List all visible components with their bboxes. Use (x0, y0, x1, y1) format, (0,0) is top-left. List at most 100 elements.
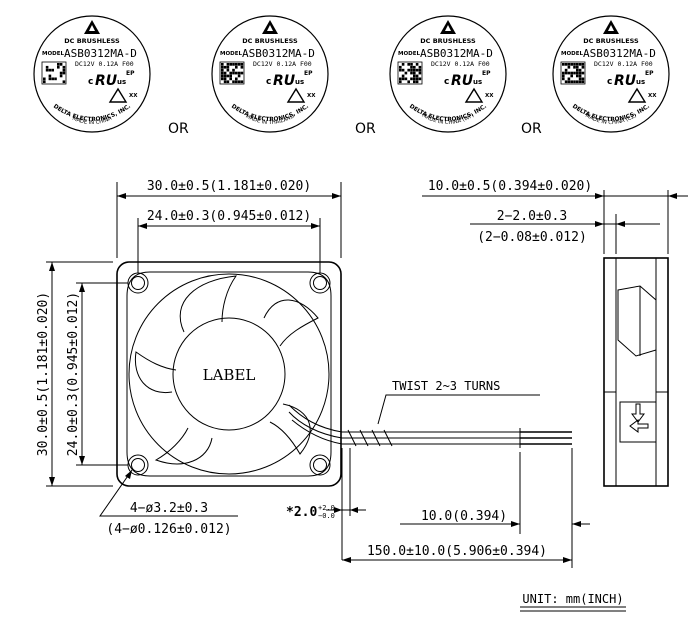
warning-triangle-icon (108, 87, 128, 103)
label-ep-text: EP (126, 70, 135, 77)
label-brand-text: DC BRUSHLESS (64, 37, 120, 45)
warning-triangle-icon (286, 87, 306, 103)
fan-frame (116, 261, 342, 487)
dim-thickness: 10.0±0.5(0.394±0.020) (422, 179, 688, 254)
label-model-text: ASB0312MA-D (242, 47, 315, 60)
qr-code-icon (397, 61, 423, 85)
qr-code-icon (560, 61, 586, 85)
twist-note: TWIST 2~3 TURNS (377, 379, 540, 425)
label-ep-text: EP (482, 70, 491, 77)
label-model-text: ASB0312MA-D (583, 47, 656, 60)
or-text-2: OR (355, 121, 376, 137)
label-ep-text: EP (304, 70, 313, 77)
label-xx-text: XX (307, 93, 316, 99)
label-xx-text: XX (129, 93, 138, 99)
fan-blades (134, 275, 319, 465)
svg-text:us: us (295, 78, 304, 86)
label-outline (211, 15, 329, 133)
svg-text:RU: RU (451, 73, 474, 89)
strip-length-text: 10.0(0.394) (421, 509, 507, 524)
lead-wires (288, 404, 572, 448)
overall-height-text: 30.0±0.5(1.181±0.020) (36, 292, 51, 456)
fan-blade-circle (128, 273, 330, 475)
flange-inch-text: (2−0.08±0.012) (477, 230, 587, 245)
svg-text:us: us (117, 78, 126, 86)
or-text-1: OR (168, 121, 189, 137)
label-xx-text: XX (648, 93, 657, 99)
svg-text:RU: RU (273, 73, 296, 89)
hole-mm-text: 4−ø3.2±0.3 (130, 501, 208, 516)
fan-side-view (603, 257, 669, 487)
dim-hole-diameter: 4−ø3.2±0.3 (4−ø0.126±0.012) (99, 469, 238, 537)
airflow-arrow-icon (631, 403, 645, 423)
lead-length-text: 150.0±10.0(5.906±0.394) (367, 544, 547, 559)
strip-tol-top: +2.0 (318, 504, 335, 512)
svg-text:c: c (266, 77, 271, 87)
label-ep-text: EP (645, 70, 654, 77)
fan-venturi (126, 271, 332, 477)
strip-tol-bottom: −0.0 (318, 512, 335, 520)
overall-width-text: 30.0±0.5(1.181±0.020) (147, 179, 311, 194)
svg-text:c: c (88, 77, 93, 87)
label-model-text: ASB0312MA-D (64, 47, 137, 60)
label-model-prefix: MODEL (561, 51, 583, 57)
label-outline (33, 15, 151, 133)
mounting-hole-icon (309, 454, 331, 476)
fan-front-view: LABEL (116, 261, 342, 487)
flange-mm-text: 2−2.0±0.3 (497, 209, 567, 224)
unit-note-text: UNIT: mm(INCH) (522, 592, 623, 606)
label-brand-text: DC BRUSHLESS (583, 37, 639, 45)
dim-strip-length: 10.0(0.394) (400, 448, 590, 568)
side-blade (617, 285, 657, 357)
label-rating-text: DC12V 0.12A F00 (75, 60, 134, 68)
label-origin-text: MADE IN CHINA (71, 116, 113, 126)
hole-inch-text: (4−ø0.126±0.012) (106, 522, 231, 537)
label-model-prefix: MODEL (220, 51, 242, 57)
thickness-text: 10.0±0.5(0.394±0.020) (428, 179, 592, 194)
airflow-box (619, 401, 657, 443)
svg-text:c: c (444, 77, 449, 87)
fan-hub (172, 317, 286, 431)
label-rating-text: DC12V 0.12A F00 (253, 60, 312, 68)
rotation-arrow-icon (629, 419, 649, 433)
label-rating-text: DC12V 0.12A F00 (431, 60, 490, 68)
label-outline (389, 15, 507, 133)
label-xx-text: XX (485, 93, 494, 99)
warning-triangle-icon (464, 87, 484, 103)
side-body (603, 257, 669, 487)
hole-pitch-text: 24.0±0.3(0.945±0.012) (147, 209, 311, 224)
dim-strip: *2.0 +2.0 −0.0 (286, 448, 366, 560)
qr-code-icon (41, 61, 67, 85)
dim-hole-pitch: 24.0±0.3(0.945±0.012) (137, 209, 321, 273)
label-outline (552, 15, 670, 133)
svg-text:RU: RU (614, 73, 637, 89)
strip-base-text: *2.0 (286, 505, 317, 520)
hole-pitch-vertical-text: 24.0±0.3(0.945±0.012) (66, 292, 81, 456)
label-rating-text: DC12V 0.12A F00 (594, 60, 653, 68)
label-model-prefix: MODEL (42, 51, 64, 57)
svg-text:c: c (607, 77, 612, 87)
dim-lead-length: 150.0±10.0(5.906±0.394) (342, 544, 572, 563)
twist-note-text: TWIST 2~3 TURNS (392, 379, 500, 393)
warning-triangle-icon (627, 87, 647, 103)
center-label-text: LABEL (203, 366, 256, 384)
label-model-prefix: MODEL (398, 51, 420, 57)
dim-overall-width: 30.0±0.5(1.181±0.020) (116, 179, 342, 258)
qr-code-icon (219, 61, 245, 85)
label-brand-text: DC BRUSHLESS (420, 37, 476, 45)
svg-text:RU: RU (95, 73, 118, 89)
label-model-text: ASB0312MA-D (420, 47, 493, 60)
svg-text:us: us (636, 78, 645, 86)
dim-overall-height: 30.0±0.5(1.181±0.020) (36, 261, 113, 487)
dim-flange: 2−2.0±0.3 (2−0.08±0.012) (470, 209, 660, 254)
label-brand-text: DC BRUSHLESS (242, 37, 298, 45)
